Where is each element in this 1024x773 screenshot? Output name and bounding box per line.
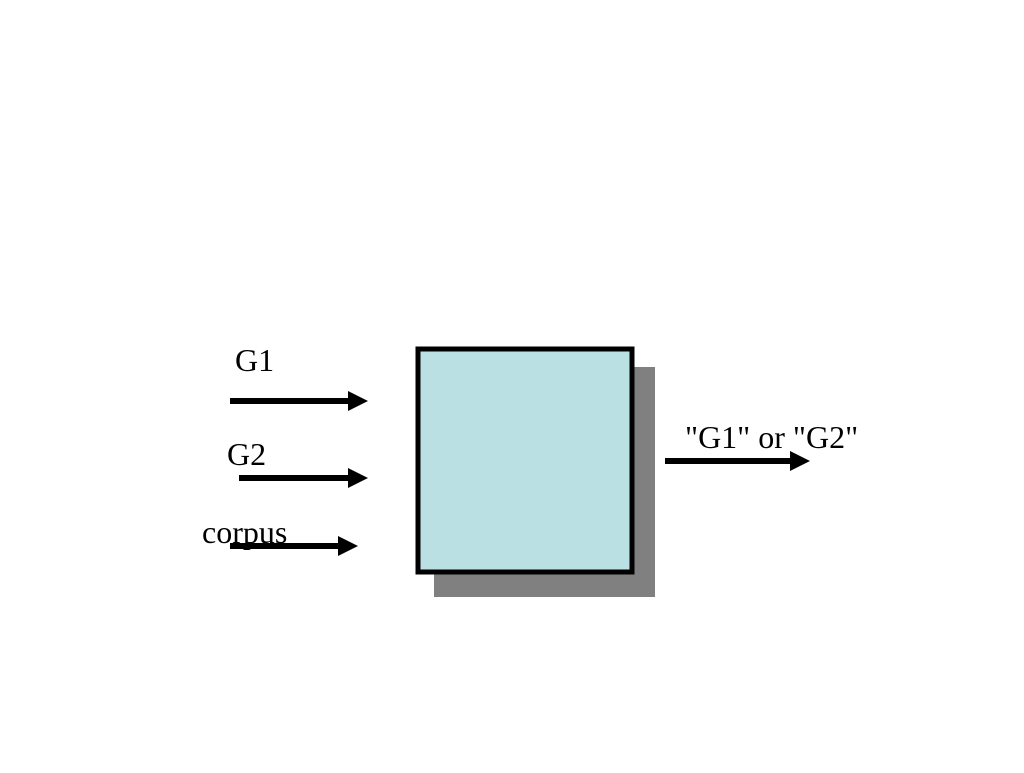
input-label-corpus: corpus	[202, 514, 288, 550]
arrow-output	[665, 451, 810, 471]
arrow-g1	[230, 391, 368, 411]
arrow-g2	[239, 468, 368, 488]
process-box	[415, 346, 635, 575]
output-label: "G1" or "G2"	[685, 419, 859, 455]
input-label-g1: G1	[235, 342, 275, 378]
input-label-g2: G2	[227, 436, 267, 472]
arrow-corpus	[230, 536, 358, 556]
